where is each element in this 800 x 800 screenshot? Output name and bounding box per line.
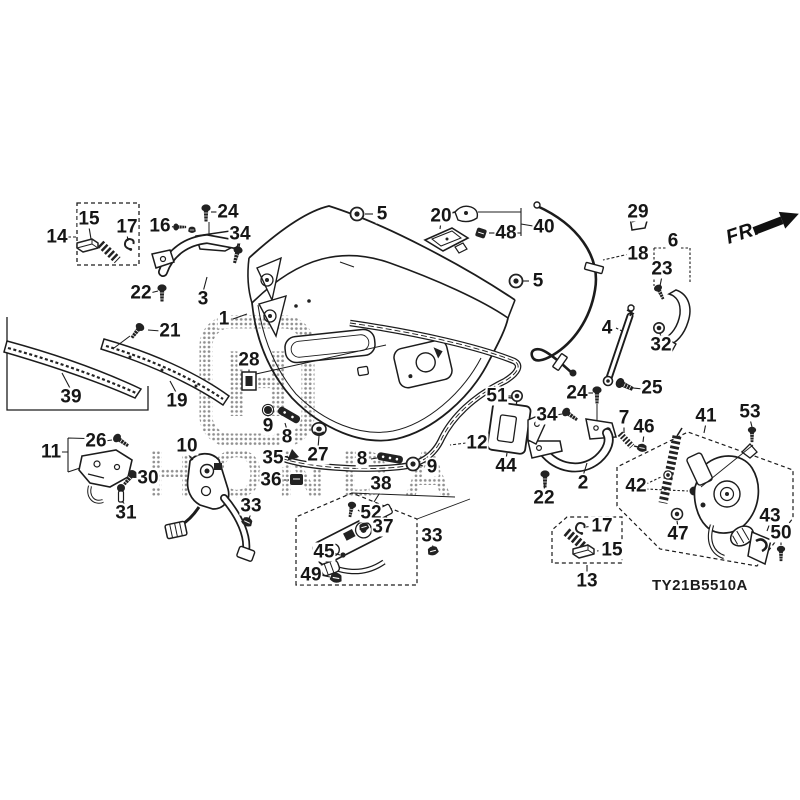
- part-callout-51: 51: [485, 385, 509, 407]
- part-callout-30: 30: [136, 467, 160, 489]
- part-callout-22: 22: [129, 282, 153, 304]
- part-callout-7: 7: [617, 407, 631, 429]
- part-callout-26: 26: [84, 430, 108, 452]
- part-callout-37: 37: [371, 516, 395, 538]
- part-callout-34: 34: [535, 404, 559, 426]
- part-callout-50: 50: [769, 522, 793, 544]
- part-callout-8: 8: [355, 448, 369, 470]
- opener-cable-drawing: [530, 201, 605, 377]
- part-callout-28: 28: [237, 349, 261, 371]
- bracket-11-drawing: [78, 431, 140, 504]
- part-callout-13: 13: [575, 570, 599, 592]
- part-callout-45: 45: [312, 541, 336, 563]
- part-callout-33: 33: [420, 525, 444, 547]
- part-callout-53: 53: [738, 401, 762, 423]
- part-callout-9: 9: [261, 415, 275, 437]
- part-callout-5: 5: [375, 203, 389, 225]
- part-callout-41: 41: [694, 405, 718, 427]
- part-callout-25: 25: [640, 377, 664, 399]
- part-callout-9: 9: [425, 456, 439, 478]
- part-callout-40: 40: [532, 216, 556, 238]
- part-callout-44: 44: [494, 455, 518, 477]
- spring-box-14: [76, 202, 140, 266]
- diagram-code: TY21B5510A: [652, 577, 748, 594]
- part-callout-17: 17: [115, 216, 139, 238]
- part-callout-14: 14: [45, 226, 69, 248]
- part-callout-12: 12: [465, 432, 489, 454]
- part-callout-15: 15: [77, 208, 101, 230]
- part-callout-20: 20: [429, 205, 453, 227]
- part-callout-5: 5: [531, 270, 545, 292]
- part-callout-24: 24: [565, 382, 589, 404]
- part-callout-49: 49: [299, 564, 323, 586]
- part-callout-39: 39: [59, 386, 83, 408]
- lock-assembly-10-drawing: [164, 452, 256, 562]
- part-callout-42: 42: [624, 475, 648, 497]
- trim-strip-19: [100, 338, 231, 407]
- part-callout-32: 32: [649, 334, 673, 356]
- part-callout-18: 18: [626, 243, 650, 265]
- trunk-lid-drawing: [247, 205, 516, 442]
- latch-inset-41: [616, 426, 794, 567]
- part-callout-46: 46: [632, 416, 656, 438]
- part-callout-34: 34: [228, 223, 252, 245]
- part-callout-6: 6: [666, 230, 680, 252]
- part-callout-23: 23: [650, 258, 674, 280]
- part-callout-10: 10: [175, 435, 199, 457]
- part-callout-16: 16: [148, 215, 172, 237]
- fr-arrow-icon: [752, 211, 799, 235]
- part-callout-2: 2: [576, 472, 590, 494]
- part-callout-31: 31: [114, 502, 138, 524]
- weatherstrip-drawing: [282, 319, 522, 472]
- center-small-parts: [241, 273, 524, 485]
- part-callout-15: 15: [600, 539, 624, 561]
- part-callout-21: 21: [158, 320, 182, 342]
- right-hinge-arm-drawing: [527, 386, 649, 488]
- part-callout-43: 43: [758, 505, 782, 527]
- part-callout-38: 38: [369, 473, 393, 495]
- part-callout-3: 3: [196, 288, 210, 310]
- part-callout-24: 24: [216, 201, 240, 223]
- part-callout-29: 29: [626, 201, 650, 223]
- part-callout-8: 8: [280, 426, 294, 448]
- part-callout-4: 4: [600, 317, 614, 339]
- part-callout-47: 47: [666, 523, 690, 545]
- trunk-stay-drawing: [602, 304, 635, 394]
- part-callout-33: 33: [239, 495, 263, 517]
- part-callout-11: 11: [39, 441, 63, 463]
- part-callout-27: 27: [306, 444, 330, 466]
- part-callout-35: 35: [261, 447, 285, 469]
- part-callout-22: 22: [532, 487, 556, 509]
- part-callout-17: 17: [590, 515, 614, 537]
- part-callout-36: 36: [259, 469, 283, 491]
- part-callout-48: 48: [494, 222, 518, 244]
- part-callout-1: 1: [217, 308, 231, 330]
- trim-strip-39: [3, 317, 149, 411]
- part-callout-19: 19: [165, 390, 189, 412]
- control-unit-drawing: [486, 389, 547, 455]
